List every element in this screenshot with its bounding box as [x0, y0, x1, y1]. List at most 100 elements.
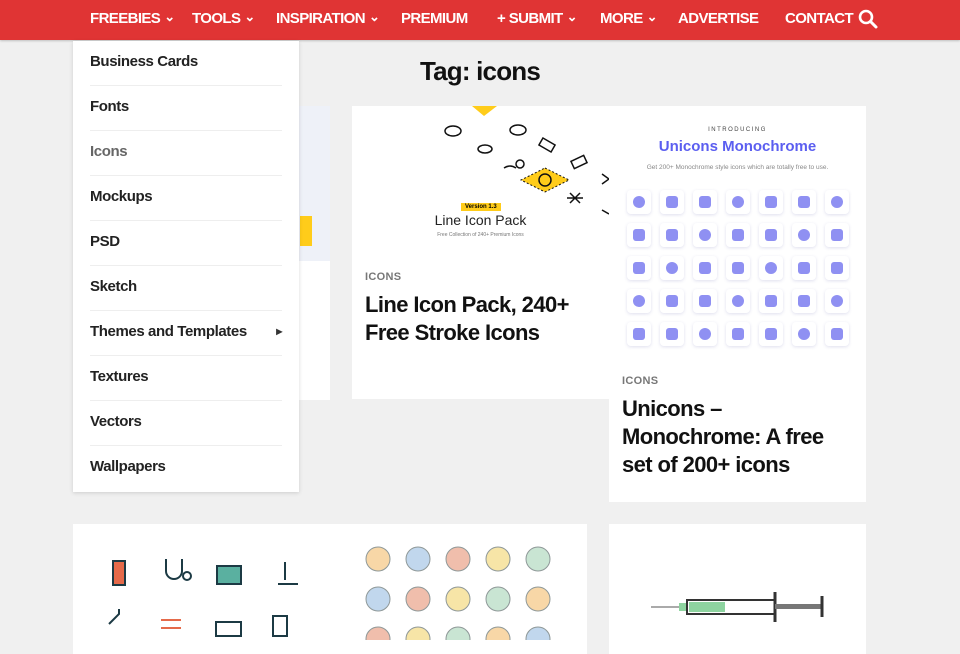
monochrome-icon-tile: [693, 190, 717, 214]
monochrome-icon-tile: [627, 322, 651, 346]
post-card[interactable]: [609, 524, 866, 654]
business-icon: [405, 626, 431, 652]
menu-item-business-cards[interactable]: Business Cards: [90, 41, 282, 86]
chevron-down-icon: ⌄: [646, 9, 658, 24]
menu-item-sketch[interactable]: Sketch: [90, 266, 282, 311]
business-icon: [485, 546, 511, 572]
menu-item-label: Business Cards: [90, 53, 198, 70]
monochrome-icon-tile: [726, 190, 750, 214]
monochrome-icon-tile: [660, 223, 684, 247]
menu-item-label: Fonts: [90, 98, 129, 115]
monochrome-icon-tile: [825, 322, 849, 346]
menu-item-vectors[interactable]: Vectors: [90, 401, 282, 446]
nav-label: + SUBMIT: [497, 10, 563, 27]
business-icon: [525, 626, 551, 652]
monochrome-icon-tile: [792, 289, 816, 313]
nav-submit[interactable]: + SUBMIT⌄: [497, 0, 578, 38]
nav-more[interactable]: MORE⌄: [600, 0, 658, 38]
monochrome-icon-tile: [825, 256, 849, 280]
syringe-illustration: [651, 592, 824, 622]
monochrome-icon-tile: [693, 322, 717, 346]
post-card[interactable]: INTRODUCING Unicons Monochrome Get 200+ …: [609, 106, 866, 502]
menu-item-label: Vectors: [90, 413, 142, 430]
monochrome-icon-tile: [792, 223, 816, 247]
post-card[interactable]: Version 1.3 Line Icon Pack Free Collecti…: [352, 106, 609, 399]
monochrome-icon-tile: [693, 256, 717, 280]
monochrome-icon-tile: [726, 289, 750, 313]
monochrome-icon-tile: [726, 223, 750, 247]
post-thumbnail[interactable]: Version 1.3 Line Icon Pack Free Collecti…: [352, 106, 609, 256]
menu-item-label: Icons: [90, 143, 128, 160]
monochrome-icon-tile: [726, 256, 750, 280]
monochrome-icon-tile: [825, 223, 849, 247]
nav-label: PREMIUM: [401, 10, 468, 27]
monochrome-icon-tile: [759, 190, 783, 214]
nav-advertise[interactable]: ADVERTISE: [678, 0, 759, 38]
menu-item-wallpapers[interactable]: Wallpapers: [90, 446, 282, 491]
menu-item-label: Mockups: [90, 188, 153, 205]
monochrome-icon-tile: [627, 190, 651, 214]
post-title[interactable]: Unicons – Monochrome: A free set of 200+…: [622, 396, 824, 477]
business-icon: [445, 626, 471, 652]
chevron-right-icon: ▶: [276, 327, 282, 336]
top-nav: FREEBIES⌄TOOLS⌄INSPIRATION⌄PREMIUM+ SUBM…: [0, 0, 960, 40]
medical-icons-illustration: [108, 546, 551, 652]
thumb-heading: Unicons Monochrome: [658, 138, 817, 155]
nav-label: INSPIRATION: [276, 10, 366, 27]
menu-item-fonts[interactable]: Fonts: [90, 86, 282, 131]
monochrome-icon-tile: [660, 322, 684, 346]
business-icon: [365, 626, 391, 652]
nav-contact[interactable]: CONTACT: [785, 0, 854, 38]
monochrome-icon-tile: [825, 190, 849, 214]
nav-freebies[interactable]: FREEBIES⌄: [90, 0, 175, 38]
business-icon: [445, 546, 471, 572]
business-icon: [405, 586, 431, 612]
business-icon: [485, 626, 511, 652]
menu-item-label: Wallpapers: [90, 458, 166, 475]
menu-item-label: PSD: [90, 233, 120, 250]
nav-label: FREEBIES: [90, 10, 161, 27]
monochrome-icon-tile: [825, 289, 849, 313]
post-category[interactable]: ICONS: [622, 375, 659, 387]
post-thumbnail[interactable]: INTRODUCING Unicons Monochrome Get 200+ …: [609, 106, 866, 356]
page-title: Tag: icons: [419, 56, 541, 86]
nav-label: TOOLS: [192, 10, 241, 27]
menu-item-themes-and-templates[interactable]: Themes and Templates ▶: [90, 311, 282, 356]
menu-item-label: Sketch: [90, 278, 137, 295]
nav-tools[interactable]: TOOLS⌄: [192, 0, 255, 38]
monochrome-icon-tile: [726, 322, 750, 346]
nav-inspiration[interactable]: INSPIRATION⌄: [276, 0, 380, 38]
nav-premium[interactable]: PREMIUM: [401, 0, 468, 38]
monochrome-icon-tile: [792, 256, 816, 280]
monochrome-icon-tile: [627, 256, 651, 280]
post-category[interactable]: ICONS: [365, 271, 402, 283]
chevron-down-icon: ⌄: [566, 9, 578, 24]
monochrome-icon-tile: [759, 289, 783, 313]
monochrome-icon-tile: [660, 190, 684, 214]
post-card[interactable]: [73, 524, 587, 654]
version-badge: Version 1.3: [461, 203, 501, 211]
menu-item-textures[interactable]: Textures: [90, 356, 282, 401]
menu-item-psd[interactable]: PSD: [90, 221, 282, 266]
business-icon: [365, 546, 391, 572]
search-icon[interactable]: [857, 8, 879, 30]
menu-item-label: Themes and Templates: [90, 323, 247, 340]
thumb-subheading: Get 200+ Monochrome style icons which ar…: [646, 164, 829, 171]
monochrome-icon-tile: [660, 256, 684, 280]
nav-label: CONTACT: [785, 10, 854, 27]
monochrome-icon-tile: [759, 256, 783, 280]
monochrome-icon-tile: [627, 223, 651, 247]
business-icon: [405, 546, 431, 572]
line-icons-illustration: [444, 106, 609, 215]
nav-label: ADVERTISE: [678, 10, 759, 27]
menu-item-icons[interactable]: Icons: [90, 131, 282, 176]
chevron-down-icon: ⌄: [164, 9, 175, 24]
business-icon: [525, 546, 551, 572]
monochrome-icon-tile: [693, 289, 717, 313]
menu-item-mockups[interactable]: Mockups: [90, 176, 282, 221]
chevron-down-icon: ⌄: [244, 9, 255, 24]
monochrome-icon-tile: [660, 289, 684, 313]
post-title[interactable]: Line Icon Pack, 240+ Free Stroke Icons: [365, 292, 569, 345]
monochrome-icon-tile: [792, 190, 816, 214]
